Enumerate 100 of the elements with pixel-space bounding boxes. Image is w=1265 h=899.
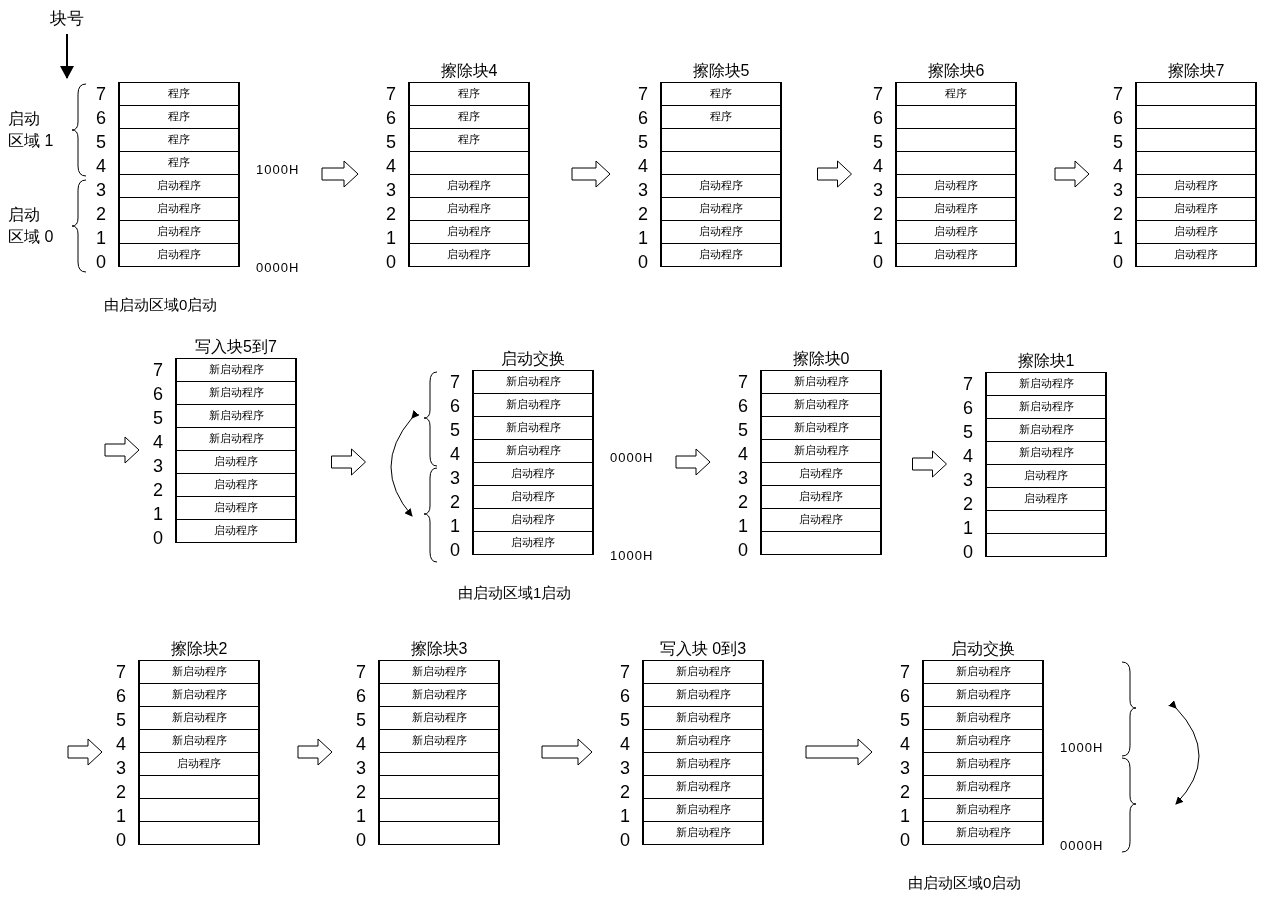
block-number: 7 xyxy=(899,661,911,684)
memory-block: 新启动程序 xyxy=(923,706,1043,730)
memory-block: 新启动程序 xyxy=(761,439,881,463)
block-number: 2 xyxy=(737,491,749,514)
block-number: 5 xyxy=(355,709,367,732)
memory-block: 启动程序 xyxy=(409,220,529,244)
block-number: 4 xyxy=(619,733,631,756)
block-number: 0 xyxy=(355,829,367,852)
address-label: 0000H xyxy=(610,449,654,467)
block-number: 0 xyxy=(385,251,397,274)
empty-block xyxy=(761,531,881,555)
memory-block: 启动程序 xyxy=(761,485,881,509)
block-number: 4 xyxy=(385,155,397,178)
block-number: 0 xyxy=(115,829,127,852)
block-number: 1 xyxy=(962,517,974,540)
block-arrow xyxy=(912,450,947,478)
block-number: 0 xyxy=(1112,251,1124,274)
block-arrow xyxy=(321,160,359,188)
memory-block: 程序 xyxy=(119,128,239,152)
memory-block: 新启动程序 xyxy=(176,381,296,405)
address-label: 0000H xyxy=(1060,837,1104,855)
block-number: 4 xyxy=(1112,155,1124,178)
memory-block: 启动程序 xyxy=(139,752,259,776)
memory-block: 启动程序 xyxy=(896,174,1016,198)
region-label: 启动区域 1 xyxy=(8,109,54,151)
block-arrow xyxy=(67,738,103,766)
block-arrow xyxy=(104,436,140,464)
memory-block: 程序 xyxy=(896,82,1016,106)
memory-block: 启动程序 xyxy=(409,174,529,198)
memory-block: 程序 xyxy=(409,105,529,129)
empty-block xyxy=(1136,105,1256,129)
memory-block: 新启动程序 xyxy=(139,683,259,707)
block-number: 3 xyxy=(355,757,367,780)
step-title: 擦除块3 xyxy=(410,641,468,657)
step-title: 写入块5到7 xyxy=(195,339,277,355)
block-number: 1 xyxy=(1112,227,1124,250)
step-title: 擦除块6 xyxy=(927,63,985,79)
block-number: 7 xyxy=(152,359,164,382)
step-title: 擦除块4 xyxy=(440,63,498,79)
empty-block xyxy=(896,128,1016,152)
block-number: 7 xyxy=(1112,83,1124,106)
block-number: 1 xyxy=(115,805,127,828)
memory-block: 新启动程序 xyxy=(923,683,1043,707)
memory-block: 新启动程序 xyxy=(643,798,763,822)
block-arrow xyxy=(541,738,593,766)
pointer-arrow xyxy=(60,33,74,79)
empty-block xyxy=(986,510,1106,534)
memory-block: 启动程序 xyxy=(176,496,296,520)
memory-block: 新启动程序 xyxy=(139,660,259,684)
block-number: 5 xyxy=(737,419,749,442)
block-arrow xyxy=(571,160,611,188)
block-number: 1 xyxy=(619,805,631,828)
block-number: 5 xyxy=(385,131,397,154)
memory-block: 启动程序 xyxy=(176,473,296,497)
memory-block: 新启动程序 xyxy=(761,393,881,417)
memory-block: 程序 xyxy=(409,128,529,152)
empty-block xyxy=(661,128,781,152)
memory-block: 新启动程序 xyxy=(643,660,763,684)
empty-block xyxy=(896,151,1016,175)
block-number: 6 xyxy=(355,685,367,708)
memory-block: 启动程序 xyxy=(409,197,529,221)
memory-block: 新启动程序 xyxy=(986,372,1106,396)
memory-block: 新启动程序 xyxy=(643,683,763,707)
memory-block: 启动程序 xyxy=(1136,243,1256,267)
memory-block: 新启动程序 xyxy=(986,395,1106,419)
block-number: 6 xyxy=(1112,107,1124,130)
step-title: 擦除块0 xyxy=(792,351,850,367)
block-arrow xyxy=(675,448,711,476)
step-title: 擦除块2 xyxy=(170,641,228,657)
block-number: 6 xyxy=(872,107,884,130)
memory-block: 启动程序 xyxy=(896,220,1016,244)
memory-block: 程序 xyxy=(661,105,781,129)
memory-block: 启动程序 xyxy=(1136,220,1256,244)
memory-block: 新启动程序 xyxy=(176,358,296,382)
block-number: 6 xyxy=(619,685,631,708)
memory-block: 程序 xyxy=(119,82,239,106)
memory-block: 启动程序 xyxy=(1136,197,1256,221)
block-number: 2 xyxy=(355,781,367,804)
block-number: 7 xyxy=(619,661,631,684)
block-number: 2 xyxy=(95,203,107,226)
memory-block: 新启动程序 xyxy=(761,370,881,394)
block-number: 5 xyxy=(152,407,164,430)
empty-block xyxy=(139,775,259,799)
block-number: 0 xyxy=(962,541,974,564)
empty-block xyxy=(379,752,499,776)
block-number: 3 xyxy=(449,467,461,490)
block-number: 7 xyxy=(449,371,461,394)
step-title: 启动交换 xyxy=(501,351,565,367)
address-label: 0000H xyxy=(256,259,300,277)
empty-block xyxy=(379,821,499,845)
block-number: 3 xyxy=(737,467,749,490)
memory-block: 新启动程序 xyxy=(643,821,763,845)
empty-block xyxy=(379,775,499,799)
step-title: 启动交换 xyxy=(951,641,1015,657)
block-number: 5 xyxy=(1112,131,1124,154)
block-number: 7 xyxy=(385,83,397,106)
memory-block: 新启动程序 xyxy=(379,683,499,707)
memory-block: 新启动程序 xyxy=(379,660,499,684)
memory-block: 新启动程序 xyxy=(473,393,593,417)
boot-note: 由启动区域0启动 xyxy=(908,873,1022,893)
